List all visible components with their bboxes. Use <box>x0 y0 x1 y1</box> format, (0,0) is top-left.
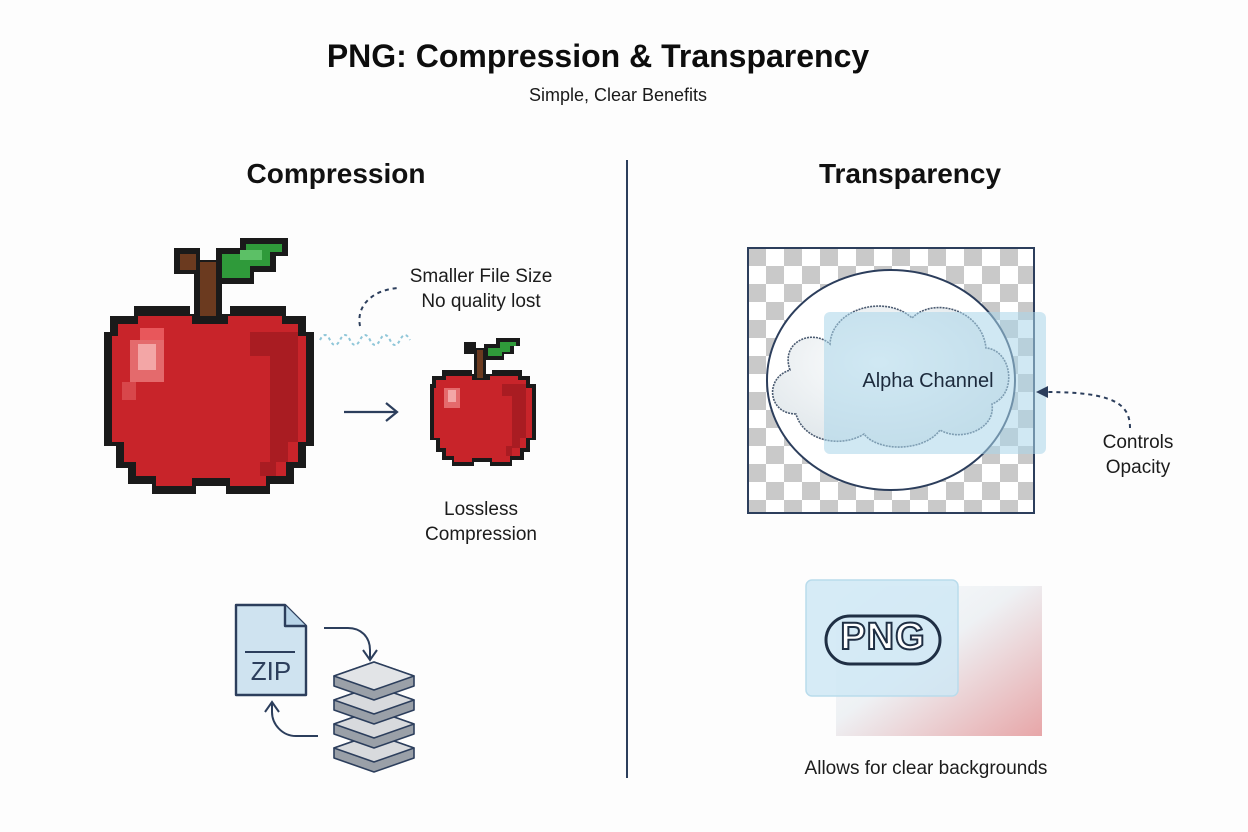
arrow-right-icon <box>344 402 399 422</box>
zip-label: ZIP <box>250 656 292 686</box>
smaller-file-size-label: Smaller File Size <box>409 266 553 287</box>
compression-heading: Compression <box>246 158 426 189</box>
opacity-pointer-arrow-icon <box>1036 386 1131 429</box>
compression-wave-icon <box>319 287 411 346</box>
no-quality-lost-label: No quality lost <box>421 291 541 312</box>
large-apple-icon <box>104 238 314 494</box>
page-title: PNG: Compression & Transparency <box>326 38 870 74</box>
transparency-heading: Transparency <box>818 158 1002 189</box>
clear-backgrounds-caption: Allows for clear backgrounds <box>804 758 1048 779</box>
lossless-label: Lossless <box>444 499 518 520</box>
small-apple-icon <box>430 338 536 466</box>
page-subtitle: Simple, Clear Benefits <box>528 85 708 105</box>
png-badge-label: PNG <box>839 615 926 659</box>
cycle-arrows-icon <box>264 627 378 737</box>
section-divider <box>626 160 628 778</box>
database-stack-icon <box>333 661 415 773</box>
alpha-channel-label: Alpha Channel <box>862 370 994 392</box>
png-transparency-icon <box>805 579 1042 736</box>
opacity-label: Opacity <box>1105 457 1171 478</box>
controls-label: Controls <box>1102 432 1174 453</box>
zip-file-icon <box>234 603 308 697</box>
compression-label: Compression <box>425 524 537 545</box>
alpha-channel-diagram <box>747 247 1046 514</box>
